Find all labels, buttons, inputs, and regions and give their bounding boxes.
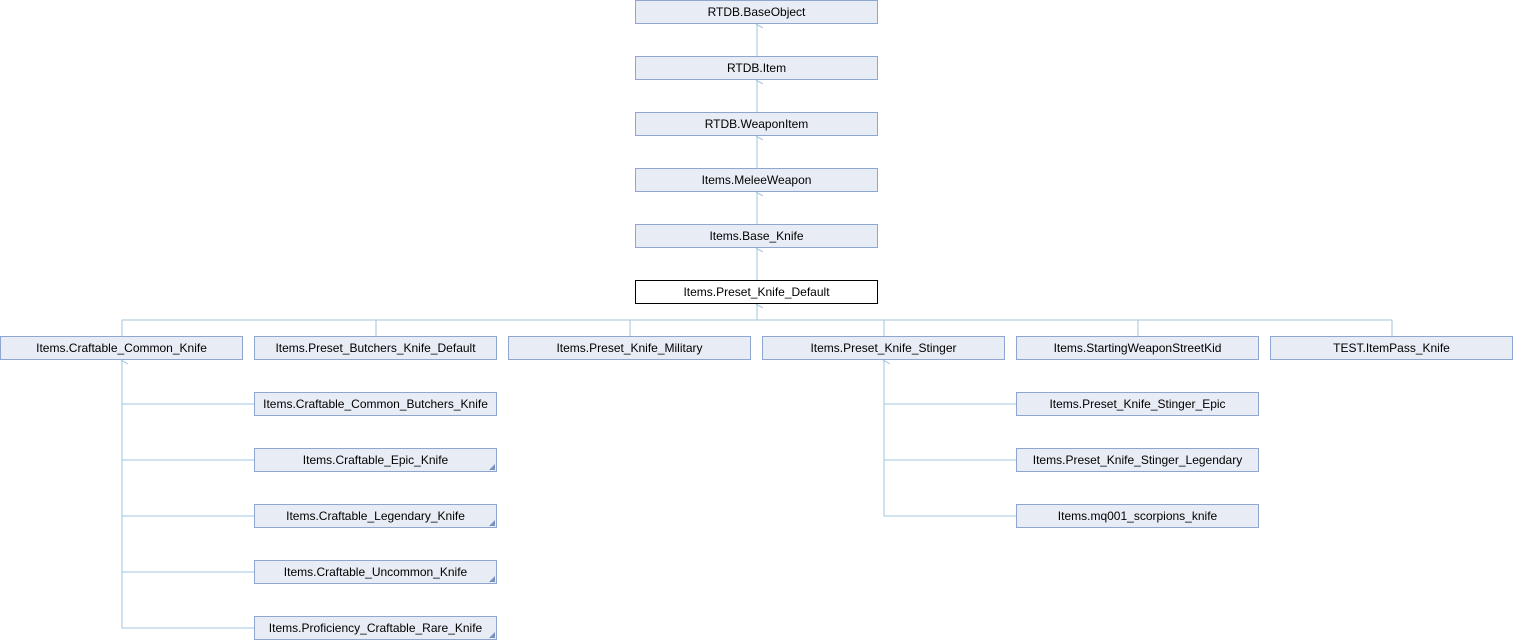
node-items-preset-butchers-knife-default[interactable]: Items.Preset_Butchers_Knife_Default xyxy=(254,336,497,360)
node-items-preset-knife-military[interactable]: Items.Preset_Knife_Military xyxy=(508,336,751,360)
node-label: Items.Craftable_Uncommon_Knife xyxy=(283,565,468,579)
node-items-preset-knife-default-current: Items.Preset_Knife_Default xyxy=(635,280,878,304)
node-items-preset-knife-stinger[interactable]: Items.Preset_Knife_Stinger xyxy=(762,336,1005,360)
more-children-icon xyxy=(489,576,495,582)
node-test-itempass-knife[interactable]: TEST.ItemPass_Knife xyxy=(1270,336,1513,360)
more-children-icon xyxy=(489,632,495,638)
node-items-craftable-uncommon-knife[interactable]: Items.Craftable_Uncommon_Knife xyxy=(254,560,497,584)
node-label: Items.Craftable_Legendary_Knife xyxy=(286,509,465,523)
node-items-startingweaponstreetkid[interactable]: Items.StartingWeaponStreetKid xyxy=(1016,336,1259,360)
node-rtdb-baseobject[interactable]: RTDB.BaseObject xyxy=(635,0,878,24)
node-rtdb-weaponitem[interactable]: RTDB.WeaponItem xyxy=(635,112,878,136)
node-items-preset-knife-stinger-epic[interactable]: Items.Preset_Knife_Stinger_Epic xyxy=(1016,392,1259,416)
node-items-base-knife[interactable]: Items.Base_Knife xyxy=(635,224,878,248)
node-items-preset-knife-stinger-legendary[interactable]: Items.Preset_Knife_Stinger_Legendary xyxy=(1016,448,1259,472)
node-items-craftable-common-knife[interactable]: Items.Craftable_Common_Knife xyxy=(0,336,243,360)
node-items-craftable-legendary-knife[interactable]: Items.Craftable_Legendary_Knife xyxy=(254,504,497,528)
node-items-craftable-epic-knife[interactable]: Items.Craftable_Epic_Knife xyxy=(254,448,497,472)
node-items-craftable-common-butchers-knife[interactable]: Items.Craftable_Common_Butchers_Knife xyxy=(254,392,497,416)
node-label: Items.Craftable_Epic_Knife xyxy=(302,453,449,467)
more-children-icon xyxy=(489,520,495,526)
node-items-meleeweapon[interactable]: Items.MeleeWeapon xyxy=(635,168,878,192)
more-children-icon xyxy=(489,464,495,470)
node-label: Items.Proficiency_Craftable_Rare_Knife xyxy=(268,621,483,635)
node-items-mq001-scorpions-knife[interactable]: Items.mq001_scorpions_knife xyxy=(1016,504,1259,528)
node-items-proficiency-craftable-rare-knife[interactable]: Items.Proficiency_Craftable_Rare_Knife xyxy=(254,616,497,640)
node-rtdb-item[interactable]: RTDB.Item xyxy=(635,56,878,80)
